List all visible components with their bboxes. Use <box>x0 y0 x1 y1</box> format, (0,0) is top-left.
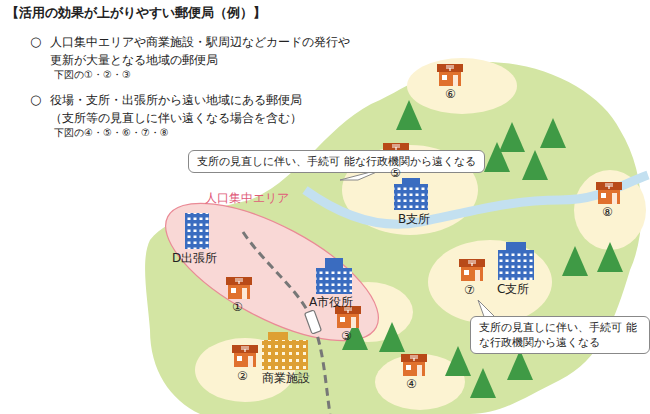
text-line: 更新が大量となる地域の郵便局 <box>50 51 350 69</box>
example-note: 下図の①・②・③ <box>54 68 131 82</box>
title: 【活用の効果が上がりやすい郵便局（例）】 <box>6 4 266 22</box>
callout-tails <box>340 168 500 322</box>
text-line: ○ <box>30 33 41 51</box>
text-line: D出張所 <box>172 251 217 266</box>
callout-number: ⑦ <box>464 283 475 298</box>
facility-label: A市役所 <box>309 295 353 310</box>
callout-number: ⑧ <box>602 205 613 220</box>
callout-number: ② <box>237 369 248 384</box>
callout-text: 支所の見直しに伴い、手続可 能な行政機関から遠くなる <box>479 320 641 350</box>
bullet-mark: ○ <box>30 91 41 109</box>
callout-text: 支所の見直しに伴い、手続可 能な行政機関から遠くなる <box>197 154 476 169</box>
population-area: 人口集中エリア <box>150 188 400 358</box>
text-line: 役場・支所・出張所から遠い地域にある郵便局 <box>50 91 302 109</box>
text-line: 支所の見直しに伴い、手続可 <box>197 155 344 168</box>
callout-box: 支所の見直しに伴い、手続可 能な行政機関から遠くなる <box>470 316 650 354</box>
area-outline <box>150 188 400 358</box>
text-line: （支所等の見直しに伴い遠くなる場合を含む） <box>50 109 302 127</box>
river <box>305 175 648 224</box>
facility-label: D出張所 <box>172 251 217 266</box>
callout-number: ⑥ <box>445 87 456 102</box>
bullet-text: 役場・支所・出張所から遠い地域にある郵便局 （支所等の見直しに伴い遠くなる場合を… <box>50 91 302 127</box>
text-line: B支所 <box>398 212 430 227</box>
bullet-mark: ○ <box>30 33 41 51</box>
text-line: 支所の見直しに伴い、手続可 <box>479 321 626 334</box>
mountains <box>342 100 623 398</box>
text-line: 【活用の効果が上がりやすい郵便局（例）】 <box>6 4 266 22</box>
text-line: ② <box>237 369 248 384</box>
facility-label: B支所 <box>398 212 430 227</box>
text-line: ⑦ <box>464 283 475 298</box>
text-line: ④ <box>406 377 417 392</box>
callout-number: ① <box>232 300 243 315</box>
callout-number: ⑤ <box>390 166 401 181</box>
callout-number: ④ <box>406 377 417 392</box>
train <box>305 310 322 334</box>
text-line: A市役所 <box>309 295 353 310</box>
railway <box>243 232 330 414</box>
text-line: 下図の④・⑤・⑥・⑦・⑧ <box>54 126 169 140</box>
text-line: ⑧ <box>602 205 613 220</box>
text-line: ○ <box>30 91 41 109</box>
text-line: 人口集中エリアや商業施設・駅周辺などカードの発行や <box>50 33 350 51</box>
text-line: 能な行政機関から遠くなる <box>344 155 476 168</box>
facility-label: C支所 <box>497 282 529 297</box>
callout-box: 支所の見直しに伴い、手続可 能な行政機関から遠くなる <box>188 150 485 173</box>
text-line: 商業施設 <box>262 371 310 386</box>
example-note: 下図の④・⑤・⑥・⑦・⑧ <box>54 126 169 140</box>
post-offices <box>226 64 622 376</box>
buildings <box>185 178 534 370</box>
text-line: ⑥ <box>445 87 456 102</box>
facility-label: 商業施設 <box>262 371 310 386</box>
text-line: C支所 <box>497 282 529 297</box>
area-label: 人口集中エリア <box>205 190 289 207</box>
text-line: ③ <box>341 329 352 344</box>
text-line: 人口集中エリア <box>205 191 289 205</box>
text-line: ① <box>232 300 243 315</box>
text-line: ⑤ <box>390 166 401 181</box>
text-line: 下図の①・②・③ <box>54 68 131 82</box>
bullet-text: 人口集中エリアや商業施設・駅周辺などカードの発行や 更新が大量となる地域の郵便局 <box>50 33 350 69</box>
callout-number: ③ <box>341 329 352 344</box>
